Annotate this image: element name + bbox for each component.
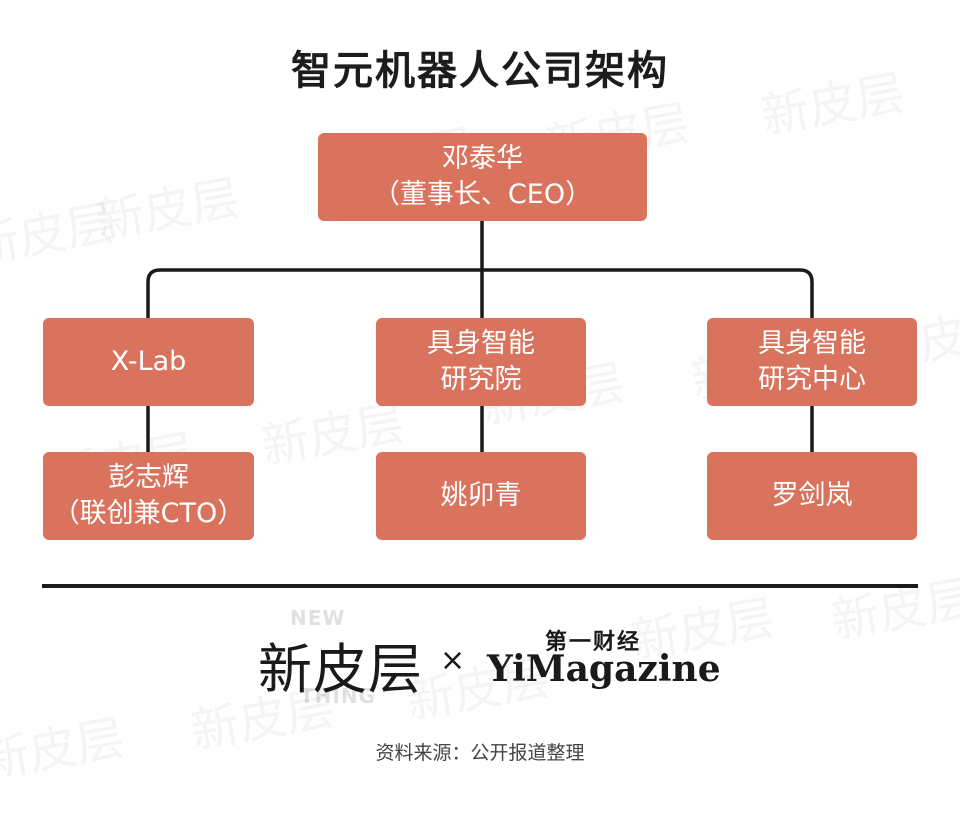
node-institute: 具身智能 研究院 — [376, 318, 586, 406]
node-root-name: 邓泰华 — [442, 143, 523, 174]
node-root-title: （董事长、CEO） — [372, 179, 593, 210]
logo-left-en-bottom: THING — [300, 684, 376, 708]
node-lead-peng-name: 彭志辉 — [108, 462, 189, 493]
logo-left-en-top: NEW — [290, 606, 346, 630]
node-x-lab-label: X-Lab — [110, 346, 187, 377]
node-lead-yao-name: 姚卯青 — [440, 480, 522, 511]
node-lead-luo-name: 罗剑岚 — [771, 480, 853, 511]
node-lead-yao: 姚卯青 — [376, 452, 586, 540]
times-sign: × — [440, 643, 466, 678]
node-lead-luo: 罗剑岚 — [707, 452, 917, 540]
node-lead-peng: 彭志辉 （联创兼CTO） — [43, 452, 254, 540]
page-title: 智元机器人公司架构 — [291, 48, 669, 94]
source-note: 资料来源：公开报道整理 — [375, 742, 585, 764]
node-x-lab: X-Lab — [43, 318, 254, 406]
node-lead-peng-title: （联创兼CTO） — [52, 498, 245, 529]
node-root: 邓泰华 （董事长、CEO） — [318, 133, 647, 221]
logo-right-en: YiMagazine — [487, 648, 721, 690]
node-institute-line2: 研究院 — [440, 364, 522, 395]
logo-left: 新皮层 — [258, 638, 423, 701]
node-center-line1: 具身智能 — [758, 328, 866, 359]
node-institute-line1: 具身智能 — [427, 328, 535, 359]
node-center: 具身智能 研究中心 — [707, 318, 917, 406]
connector-horizontal — [146, 268, 814, 320]
footer-divider — [42, 584, 918, 588]
logo-right-cn: 第一财经 — [545, 630, 642, 655]
node-center-line2: 研究中心 — [758, 364, 866, 395]
